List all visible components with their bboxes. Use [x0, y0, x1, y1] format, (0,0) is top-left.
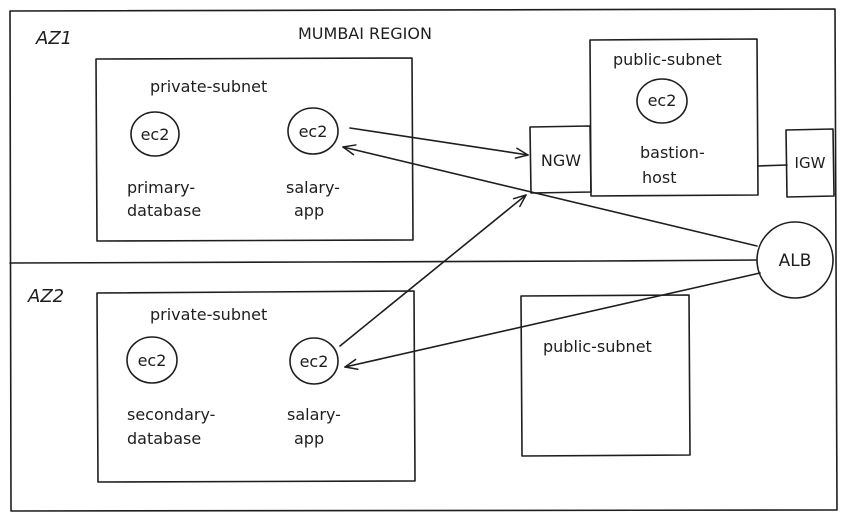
- az1-bastion-host-ec2-label: ec2: [648, 91, 677, 110]
- az1-bastion-host-name-line1: bastion-: [640, 143, 705, 162]
- az1-primary-database-name-line2: database: [127, 201, 201, 220]
- arrow-az1-salary-app-to-ngw: [349, 127, 529, 159]
- az1-salary-app-name-line2: app: [294, 201, 324, 220]
- az1-primary-database-ec2-icon: [130, 111, 180, 157]
- az2-public-subnet-title: public-subnet: [543, 337, 652, 356]
- arrow-alb-to-az1-salary-app: [342, 144, 758, 247]
- az2-label: AZ2: [27, 286, 64, 307]
- alb-label: ALB: [779, 251, 812, 271]
- az1-bastion-host-ec2-icon: [636, 78, 688, 124]
- az2-salary-app-name-line1: salary-: [287, 405, 341, 424]
- az2-secondary-database-ec2-label: ec2: [138, 351, 167, 370]
- az2-secondary-database-name-line1: secondary-: [127, 405, 215, 424]
- ngw-label: NGW: [541, 151, 581, 170]
- arrow-alb-to-az2-salary-app: [344, 272, 761, 370]
- az1-salary-app-name-line1: salary-: [286, 178, 340, 197]
- arrow-az2-salary-app-to-ngw: [339, 194, 527, 347]
- az1-bastion-host-name-line2: host: [642, 168, 677, 187]
- az2-salary-app-ec2-label: ec2: [300, 352, 329, 371]
- az1-salary-app-ec2-icon: [287, 107, 339, 155]
- az-divider: [9, 259, 761, 264]
- az1-private-subnet: [95, 57, 414, 242]
- public-subnet-to-igw-line: [757, 164, 788, 167]
- region-frame: [9, 8, 838, 512]
- igw-label: IGW: [795, 154, 826, 172]
- az2-private-subnet: [96, 290, 416, 483]
- alb-icon: [756, 221, 834, 299]
- az2-secondary-database-ec2-icon: [126, 336, 178, 384]
- az1-public-subnet-title: public-subnet: [613, 50, 722, 69]
- az2-public-subnet: [520, 294, 691, 457]
- az2-private-subnet-title: private-subnet: [150, 305, 267, 324]
- az1-primary-database-ec2-label: ec2: [141, 125, 170, 144]
- az1-salary-app-ec2-label: ec2: [299, 122, 328, 141]
- az1-private-subnet-title: private-subnet: [150, 77, 267, 96]
- igw-box: [785, 128, 835, 198]
- ngw-box: [529, 125, 592, 194]
- az1-primary-database-name-line1: primary-: [127, 178, 195, 197]
- az1-label: AZ1: [35, 28, 72, 49]
- az2-secondary-database-name-line2: database: [127, 429, 201, 448]
- region-title: MUMBAI REGION: [298, 24, 432, 43]
- az2-salary-app-ec2-icon: [289, 337, 339, 385]
- az2-salary-app-name-line2: app: [294, 429, 324, 448]
